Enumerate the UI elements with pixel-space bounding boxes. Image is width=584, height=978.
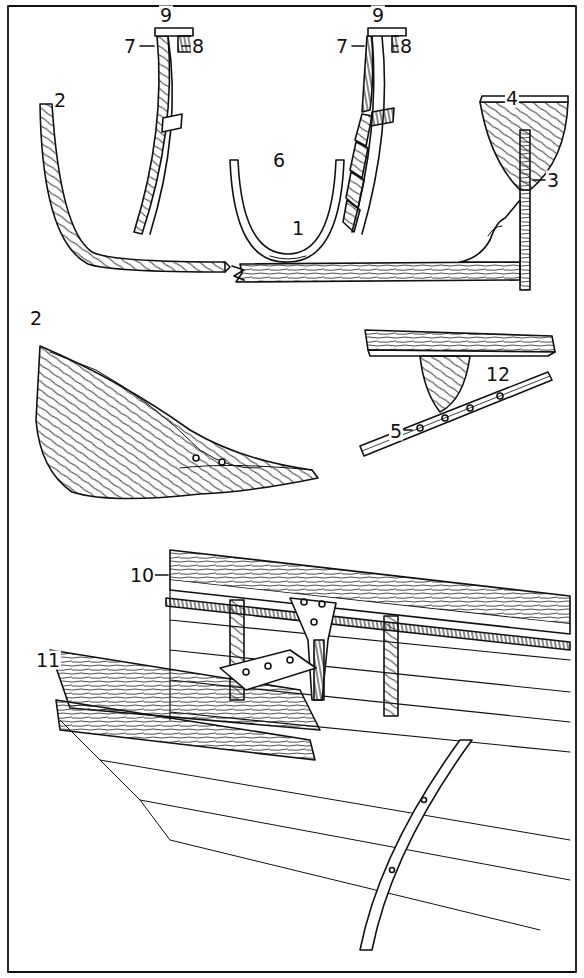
callout-number: 2	[29, 309, 43, 328]
callout-number: 1	[291, 219, 305, 238]
callout-number: 12	[485, 365, 511, 384]
bent-frame	[40, 104, 230, 272]
callout-number: 5	[389, 422, 403, 441]
callout-number: 7	[123, 37, 137, 56]
callout-number: 8	[399, 37, 413, 56]
callout-number: 10	[129, 566, 155, 585]
carvel-section	[134, 28, 193, 234]
callout-number: 6	[272, 151, 286, 170]
clinker-section	[343, 28, 406, 234]
callout-number: 11	[35, 651, 61, 670]
callout-number: 8	[191, 37, 205, 56]
keel-assembly	[230, 96, 568, 290]
callout-number: 9	[159, 6, 173, 25]
picture-frame	[8, 6, 576, 972]
floor-detail	[360, 330, 555, 456]
callout-number: 4	[505, 89, 519, 108]
callout-number: 9	[371, 6, 385, 25]
frame-detail	[36, 346, 318, 499]
callout-number: 3	[546, 171, 560, 190]
callout-number: 7	[335, 37, 349, 56]
callout-number: 2	[53, 91, 67, 110]
deck-beam-detail	[50, 550, 570, 950]
